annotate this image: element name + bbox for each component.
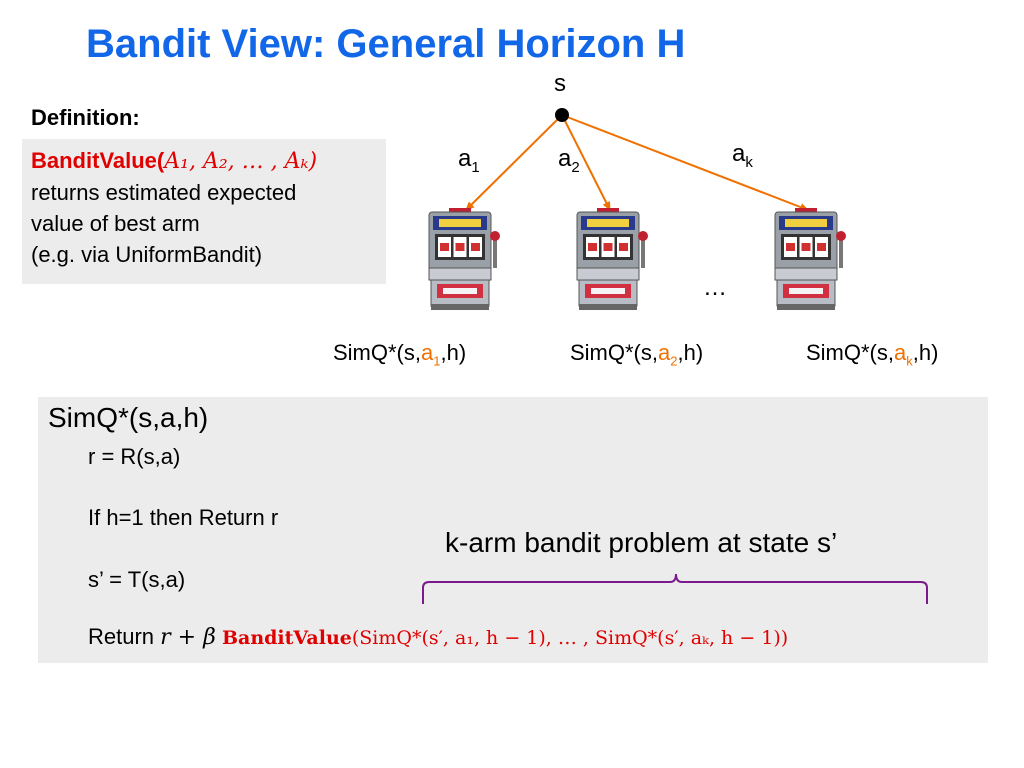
bandit-tree-diagram xyxy=(428,108,847,311)
action-label-ak: ak xyxy=(732,140,753,171)
simq-ak-prefix: SimQ*(s, xyxy=(806,340,894,365)
definition-function: BanditValue(A₁, A₂, … , Aₖ) xyxy=(31,145,386,177)
simq-label-a2: SimQ*(s,a2,h) xyxy=(570,340,703,368)
action-a2-sub: 2 xyxy=(571,158,580,176)
algorithm-line-reward: r = R(s,a) xyxy=(88,444,181,469)
slide-title: Bandit View: General Horizon H xyxy=(86,22,686,66)
action-label-a1: a1 xyxy=(458,145,480,176)
action-label-a2: a2 xyxy=(558,145,580,176)
return-bandit-function: BanditValue xyxy=(221,627,352,649)
algorithm-line-if: If h=1 then Return r xyxy=(88,505,279,530)
return-bandit-args: (SimQ*(s′, a₁, h − 1), … , SimQ*(s′, aₖ,… xyxy=(351,627,789,649)
simq-ak-suffix: ,h) xyxy=(912,340,939,365)
simq-label-a1: SimQ*(s,a1,h) xyxy=(333,340,466,368)
definition-function-args: A₁, A₂, … , Aₖ) xyxy=(164,149,318,174)
definition-line-2: value of best arm xyxy=(31,211,200,236)
simq-a2-arm: a xyxy=(658,340,671,365)
return-math: r + β xyxy=(160,625,216,650)
arrow-a2 xyxy=(561,114,611,211)
arms-ellipsis: … xyxy=(703,274,727,301)
simq-ak-sub: k xyxy=(906,353,913,369)
definition-label: Definition: xyxy=(31,105,140,130)
algorithm-box xyxy=(38,397,988,663)
arrow-ak xyxy=(561,114,809,211)
simq-label-ak: SimQ*(s,ak,h) xyxy=(806,340,938,368)
arrow-a1 xyxy=(465,114,563,211)
simq-a2-sub: 2 xyxy=(670,353,678,369)
simq-a1-prefix: SimQ*(s, xyxy=(333,340,421,365)
simq-ak-arm: a xyxy=(894,340,907,365)
bandit-annotation: k-arm bandit problem at state s’ xyxy=(445,527,838,558)
definition-line-1: returns estimated expected xyxy=(31,180,297,205)
action-ak-sub: k xyxy=(745,153,753,171)
simq-a1-suffix: ,h) xyxy=(440,340,467,365)
action-a1-base: a xyxy=(458,145,472,172)
definition-box: BanditValue(A₁, A₂, … , Aₖ) returns esti… xyxy=(22,139,386,284)
definition-line-3: (e.g. via UniformBandit) xyxy=(31,242,263,267)
simq-a2-suffix: ,h) xyxy=(677,340,704,365)
root-node xyxy=(555,108,569,122)
simq-a1-arm: a xyxy=(421,340,434,365)
simq-a1-sub: 1 xyxy=(433,353,441,369)
algorithm-line-next-state: s’ = T(s,a) xyxy=(88,567,186,592)
definition-function-name: BanditValue( xyxy=(31,148,165,173)
algorithm-header: SimQ*(s,a,h) xyxy=(48,402,209,433)
action-ak-base: a xyxy=(732,140,746,167)
action-a2-base: a xyxy=(558,145,572,172)
algorithm-return-line: Return r + β BanditValue(SimQ*(s′, a₁, h… xyxy=(88,624,788,650)
root-state-label: s xyxy=(554,70,566,97)
action-a1-sub: 1 xyxy=(471,158,480,176)
simq-a2-prefix: SimQ*(s, xyxy=(570,340,658,365)
return-word: Return xyxy=(88,624,155,649)
